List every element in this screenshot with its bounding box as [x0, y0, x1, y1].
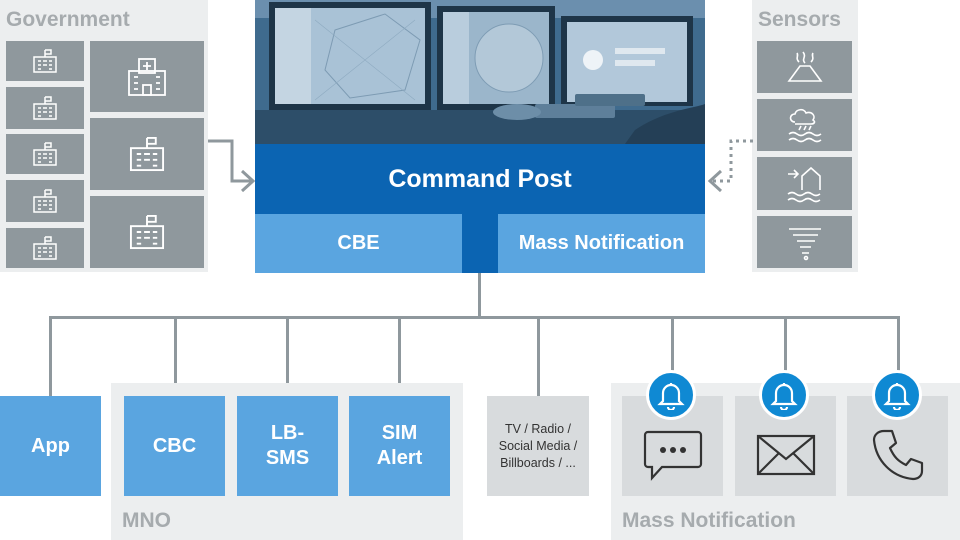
- branch-sim: [398, 316, 401, 397]
- government-tile-4: [6, 180, 84, 222]
- command-post-header: Command Post: [255, 144, 705, 214]
- branch-lbsms: [286, 316, 289, 397]
- building-icon: [33, 236, 57, 260]
- branch-phone: [897, 316, 900, 372]
- cbe-label: CBE: [337, 232, 380, 254]
- hospital-icon: [128, 57, 166, 96]
- bell-badge-phone: [872, 370, 922, 420]
- control-room-image: [255, 0, 705, 144]
- mass-notification-panel-title: Mass Notification: [622, 509, 796, 532]
- app-box: App: [0, 396, 101, 496]
- sensors-panel: Sensors: [752, 0, 858, 272]
- government-title: Government: [6, 8, 130, 31]
- sensors-arrow: [707, 139, 753, 193]
- bell-badge-email: [759, 370, 809, 420]
- building-icon: [33, 49, 57, 73]
- volcano-icon: [786, 51, 823, 82]
- chat-bubble-icon: [643, 430, 702, 481]
- branch-chat: [671, 316, 674, 372]
- government-tile-hospital: [90, 41, 204, 112]
- cbe-box: CBE: [255, 214, 462, 273]
- government-tile-6: [90, 118, 204, 190]
- branch-cbc: [174, 316, 177, 397]
- cbc-label: CBC: [152, 434, 197, 457]
- government-tile-2: [6, 87, 84, 129]
- building-icon: [33, 142, 57, 166]
- tsunami-house-icon: [787, 166, 821, 202]
- branch-tv: [537, 316, 540, 397]
- lb-sms-box: LB- SMS: [237, 396, 338, 496]
- bell-icon: [883, 383, 911, 410]
- envelope-icon: [756, 434, 815, 476]
- command-post-photo: [255, 0, 705, 144]
- sensors-title: Sensors: [758, 8, 841, 31]
- sensor-tile-tsunami: [757, 157, 852, 210]
- government-tile-1: [6, 41, 84, 81]
- cbc-box: CBC: [124, 396, 225, 496]
- government-tile-5: [6, 228, 84, 268]
- mno-title: MNO: [122, 509, 171, 532]
- flood-icon: [788, 108, 821, 143]
- building-icon: [33, 189, 57, 213]
- bell-icon: [657, 383, 685, 410]
- bell-badge-chat: [646, 370, 696, 420]
- command-post-title: Command Post: [388, 164, 572, 193]
- government-tile-7: [90, 196, 204, 268]
- government-tile-3: [6, 134, 84, 174]
- building-icon: [129, 136, 165, 172]
- branch-email: [784, 316, 787, 372]
- sensor-tile-volcano: [757, 41, 852, 93]
- government-panel: Government: [0, 0, 208, 272]
- building-icon: [129, 214, 165, 250]
- distribution-line: [49, 316, 900, 319]
- mass-notification-label: Mass Notification: [518, 232, 685, 254]
- bell-icon: [770, 383, 798, 410]
- building-icon: [33, 96, 57, 120]
- sensor-tile-flood: [757, 99, 852, 151]
- sim-alert-box: SIM Alert: [349, 396, 450, 496]
- trunk-line: [478, 273, 481, 318]
- government-arrow: [208, 139, 256, 193]
- phone-icon: [872, 429, 923, 481]
- branch-app: [49, 316, 52, 397]
- tornado-icon: [788, 228, 821, 261]
- mass-notification-box: Mass Notification: [498, 214, 705, 273]
- lb-sms-label: LB- SMS: [265, 422, 310, 469]
- tv-radio-label: TV / Radio / Social Media / Billboards /…: [498, 421, 578, 470]
- tv-radio-box: TV / Radio / Social Media / Billboards /…: [487, 396, 589, 496]
- app-label: App: [31, 434, 70, 457]
- sim-alert-label: SIM Alert: [376, 422, 423, 469]
- sensor-tile-tornado: [757, 216, 852, 268]
